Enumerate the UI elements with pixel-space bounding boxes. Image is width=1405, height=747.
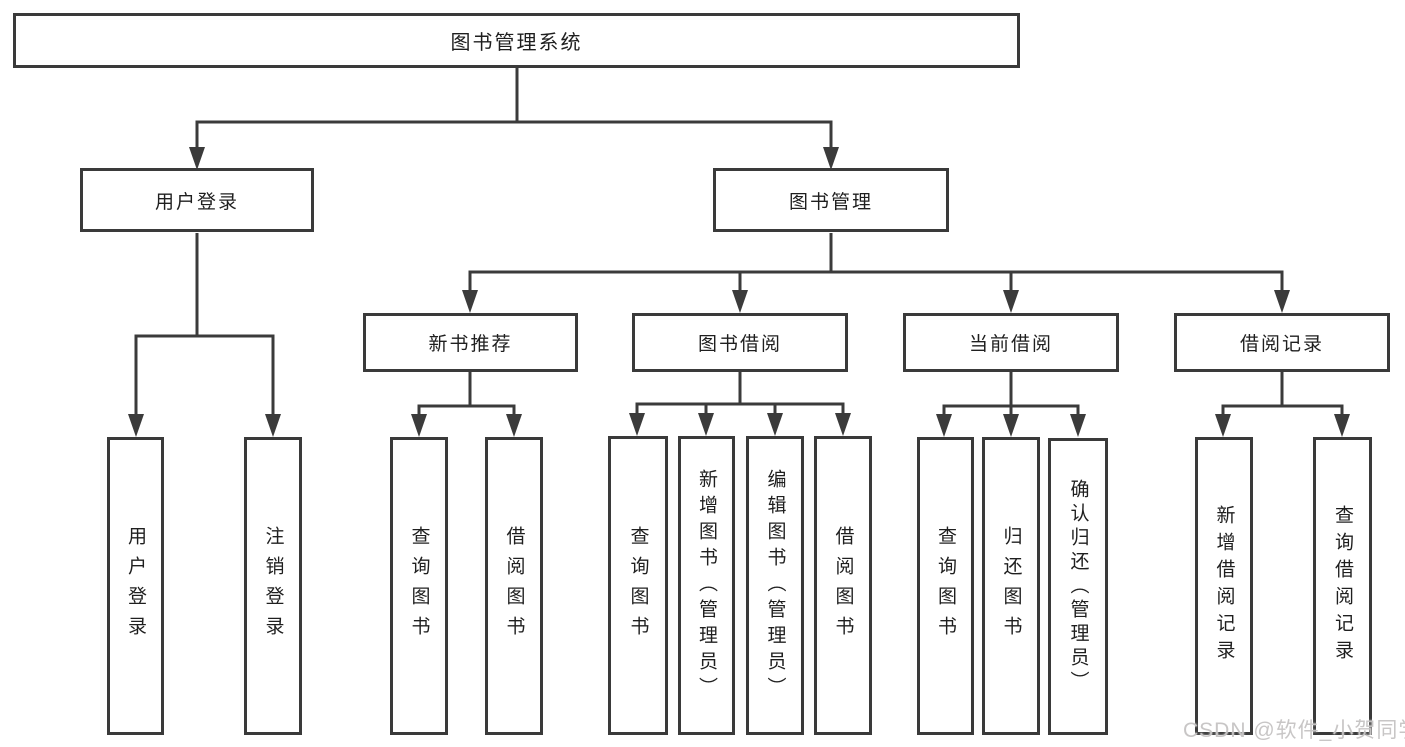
leaf-add-borrow-record: 新增借阅记录: [1195, 437, 1253, 735]
leaf-user-login: 用户登录: [107, 437, 164, 735]
leaf-return-books: 归还图书: [982, 437, 1040, 735]
leaf-label: 查询借阅记录: [1332, 505, 1353, 667]
node-label: 用户登录: [154, 191, 239, 213]
node-borrowing-records: 借阅记录: [1174, 313, 1390, 372]
node-label: 图书管理系统: [450, 32, 583, 54]
node-new-book-recommendation: 新书推荐: [363, 313, 578, 372]
leaf-confirm-return-admin: 确认归还（管理员）: [1048, 438, 1108, 735]
node-book-management: 图书管理: [713, 168, 949, 232]
leaf-borrow-books: 借阅图书: [814, 436, 872, 735]
node-label: 借阅记录: [1239, 334, 1324, 355]
leaf-recommend-query-books: 查询图书: [390, 437, 448, 735]
leaf-label: 确认归还（管理员）: [1067, 478, 1089, 695]
leaf-add-book-admin: 新增图书（管理员）: [678, 436, 735, 735]
node-library-management-system: 图书管理系统: [13, 13, 1020, 68]
leaf-label: 查询图书: [627, 525, 649, 646]
leaf-label: 借阅图书: [832, 525, 854, 646]
leaf-label: 借阅图书: [503, 526, 525, 646]
leaf-label: 新增借阅记录: [1213, 505, 1235, 667]
leaf-query-borrow-record: 查询借阅记录: [1313, 437, 1372, 735]
node-label: 图书管理: [788, 191, 873, 213]
leaf-edit-book-admin: 编辑图书（管理员）: [746, 436, 804, 735]
node-label: 当前借阅: [968, 334, 1053, 355]
leaf-label: 编辑图书（管理员）: [764, 468, 786, 703]
leaf-label: 新增图书（管理员）: [696, 468, 717, 703]
node-label: 图书借阅: [697, 334, 782, 355]
leaf-borrow-query-books: 查询图书: [608, 436, 668, 735]
node-current-borrowing: 当前借阅: [903, 313, 1119, 372]
node-label: 新书推荐: [428, 334, 513, 355]
leaf-current-query-books: 查询图书: [917, 437, 974, 735]
leaf-label: 用户登录: [125, 526, 146, 646]
leaf-logout: 注销登录: [244, 437, 302, 735]
node-book-borrowing: 图书借阅: [632, 313, 848, 372]
leaf-label: 查询图书: [935, 526, 956, 646]
csdn-watermark: CSDN @软件_小贺同学: [1183, 719, 1405, 742]
leaf-label: 归还图书: [1000, 526, 1022, 646]
leaf-recommend-borrow-books: 借阅图书: [485, 437, 543, 735]
leaf-label: 查询图书: [408, 526, 430, 646]
leaf-label: 注销登录: [262, 526, 284, 646]
node-user-login: 用户登录: [80, 168, 314, 232]
